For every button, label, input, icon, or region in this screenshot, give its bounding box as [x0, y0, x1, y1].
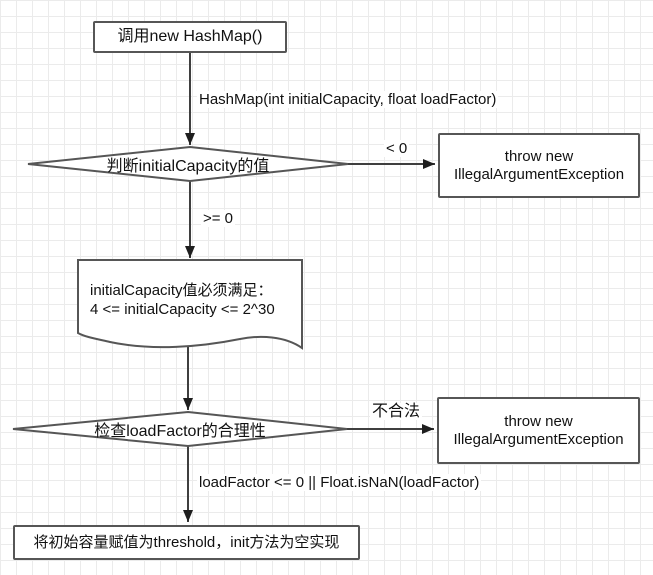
edge-label-load-factor-condition: loadFactor <= 0 || Float.isNaN(loadFacto…	[197, 474, 482, 491]
document-note-label: initialCapacity值必须满足： 4 <= initialCapaci…	[90, 282, 275, 318]
node-throw-exception-1: throw new IllegalArgumentException	[438, 133, 640, 198]
node-end-label: 将初始容量赋值为threshold，init方法为空实现	[33, 533, 340, 551]
edge-label-less-than-zero: < 0	[384, 140, 410, 157]
node-end: 将初始容量赋值为threshold，init方法为空实现	[13, 525, 360, 560]
node-throw-exception-1-label: throw new IllegalArgumentException	[453, 147, 625, 183]
edge-label-greater-equal-zero: >= 0	[201, 210, 236, 227]
node-start: 调用new HashMap()	[93, 21, 287, 53]
edge-label-invalid: 不合法	[370, 403, 423, 420]
node-throw-exception-2: throw new IllegalArgumentException	[437, 397, 640, 464]
edge-label-constructor-signature: HashMap(int initialCapacity, float loadF…	[197, 91, 499, 108]
node-throw-exception-2-label: throw new IllegalArgumentException	[453, 412, 624, 448]
document-note-shape	[77, 259, 303, 350]
decision-initial-capacity-shape	[27, 145, 349, 183]
node-start-label: 调用new HashMap()	[117, 28, 263, 45]
decision-load-factor-shape	[12, 410, 348, 448]
